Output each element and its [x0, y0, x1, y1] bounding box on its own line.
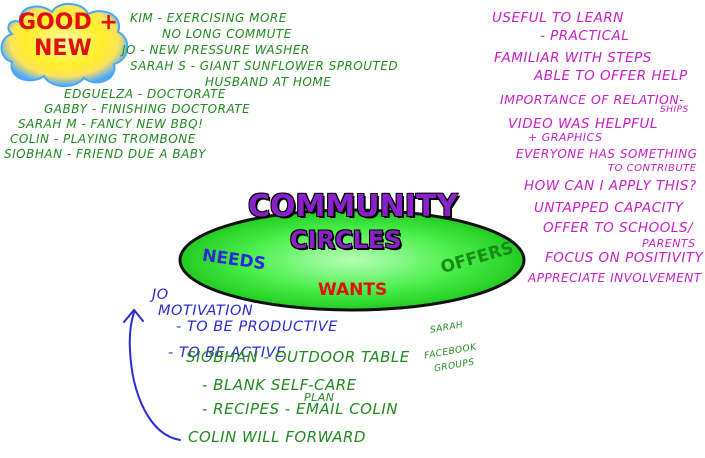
needs-note: - TO BE PRODUCTIVE: [176, 319, 338, 335]
badge-line-2: NEW: [34, 36, 92, 61]
feedback-item: SHIPS: [660, 105, 689, 115]
good-new-item: NO LONG COMMUTE: [162, 27, 292, 41]
needs-note: - RECIPES - EMAIL COLIN: [202, 400, 398, 418]
feedback-item: FOCUS ON POSITIVITY: [545, 250, 704, 266]
good-new-item: COLIN - PLAYING TROMBONE: [10, 132, 196, 146]
needs-note: COLIN WILL FORWARD: [188, 428, 366, 446]
feedback-item: FAMILIAR WITH STEPS: [494, 50, 652, 66]
feedback-item: - PRACTICAL: [540, 28, 630, 44]
feedback-item: VIDEO WAS HELPFUL: [508, 116, 658, 132]
feedback-item: APPRECIATE INVOLVEMENT: [528, 271, 702, 285]
feedback-item: TO CONTRIBUTE: [608, 163, 697, 174]
needs-note: - BLANK SELF-CARE: [202, 376, 357, 394]
title-community: COMMUNITY: [248, 189, 459, 224]
good-new-item: SARAH M - FANCY NEW BBQ!: [18, 117, 204, 131]
good-new-item: SIOBHAN - FRIEND DUE A BABY: [4, 147, 207, 161]
good-new-item: SARAH S - GIANT SUNFLOWER SPROUTED: [130, 59, 399, 73]
feedback-item: UNTAPPED CAPACITY: [534, 200, 684, 216]
needs-note: JO: [152, 287, 169, 303]
badge-line-1: GOOD +: [18, 10, 118, 35]
good-new-item: EDGUELZA - DOCTORATE: [64, 87, 226, 101]
good-new-item: GABBY - FINISHING DOCTORATE: [44, 102, 251, 116]
feedback-item: + GRAPHICS: [528, 131, 603, 144]
title-circles: CIRCLES: [290, 226, 402, 254]
needs-note: - TO BE ACTIVE: [168, 345, 286, 361]
feedback-item: IMPORTANCE OF RELATION-: [500, 92, 685, 107]
good-new-item: KIM - EXERCISING MORE: [130, 11, 287, 25]
feedback-item: OFFER TO SCHOOLS/: [543, 220, 694, 236]
needs-note: SIOBHAN - OUTDOOR TABLE: [186, 348, 410, 366]
bracket-arrow: [123, 308, 181, 441]
needs-note: MOTIVATION: [158, 303, 254, 319]
feedback-item: PARENTS: [642, 237, 696, 250]
good-new-cloud: [0, 3, 129, 87]
feedback-item: ABLE TO OFFER HELP: [534, 68, 688, 84]
wants-label: WANTS: [318, 280, 388, 300]
community-circles-ellipse: [178, 208, 526, 312]
good-new-item: HUSBAND AT HOME: [205, 75, 332, 89]
feedback-item: USEFUL TO LEARN: [492, 10, 624, 26]
feedback-item: EVERYONE HAS SOMETHING: [516, 147, 698, 161]
feedback-item: HOW CAN I APPLY THIS?: [524, 178, 697, 194]
needs-note: PLAN: [304, 391, 335, 404]
good-new-item: JO - NEW PRESSURE WASHER: [122, 43, 310, 57]
